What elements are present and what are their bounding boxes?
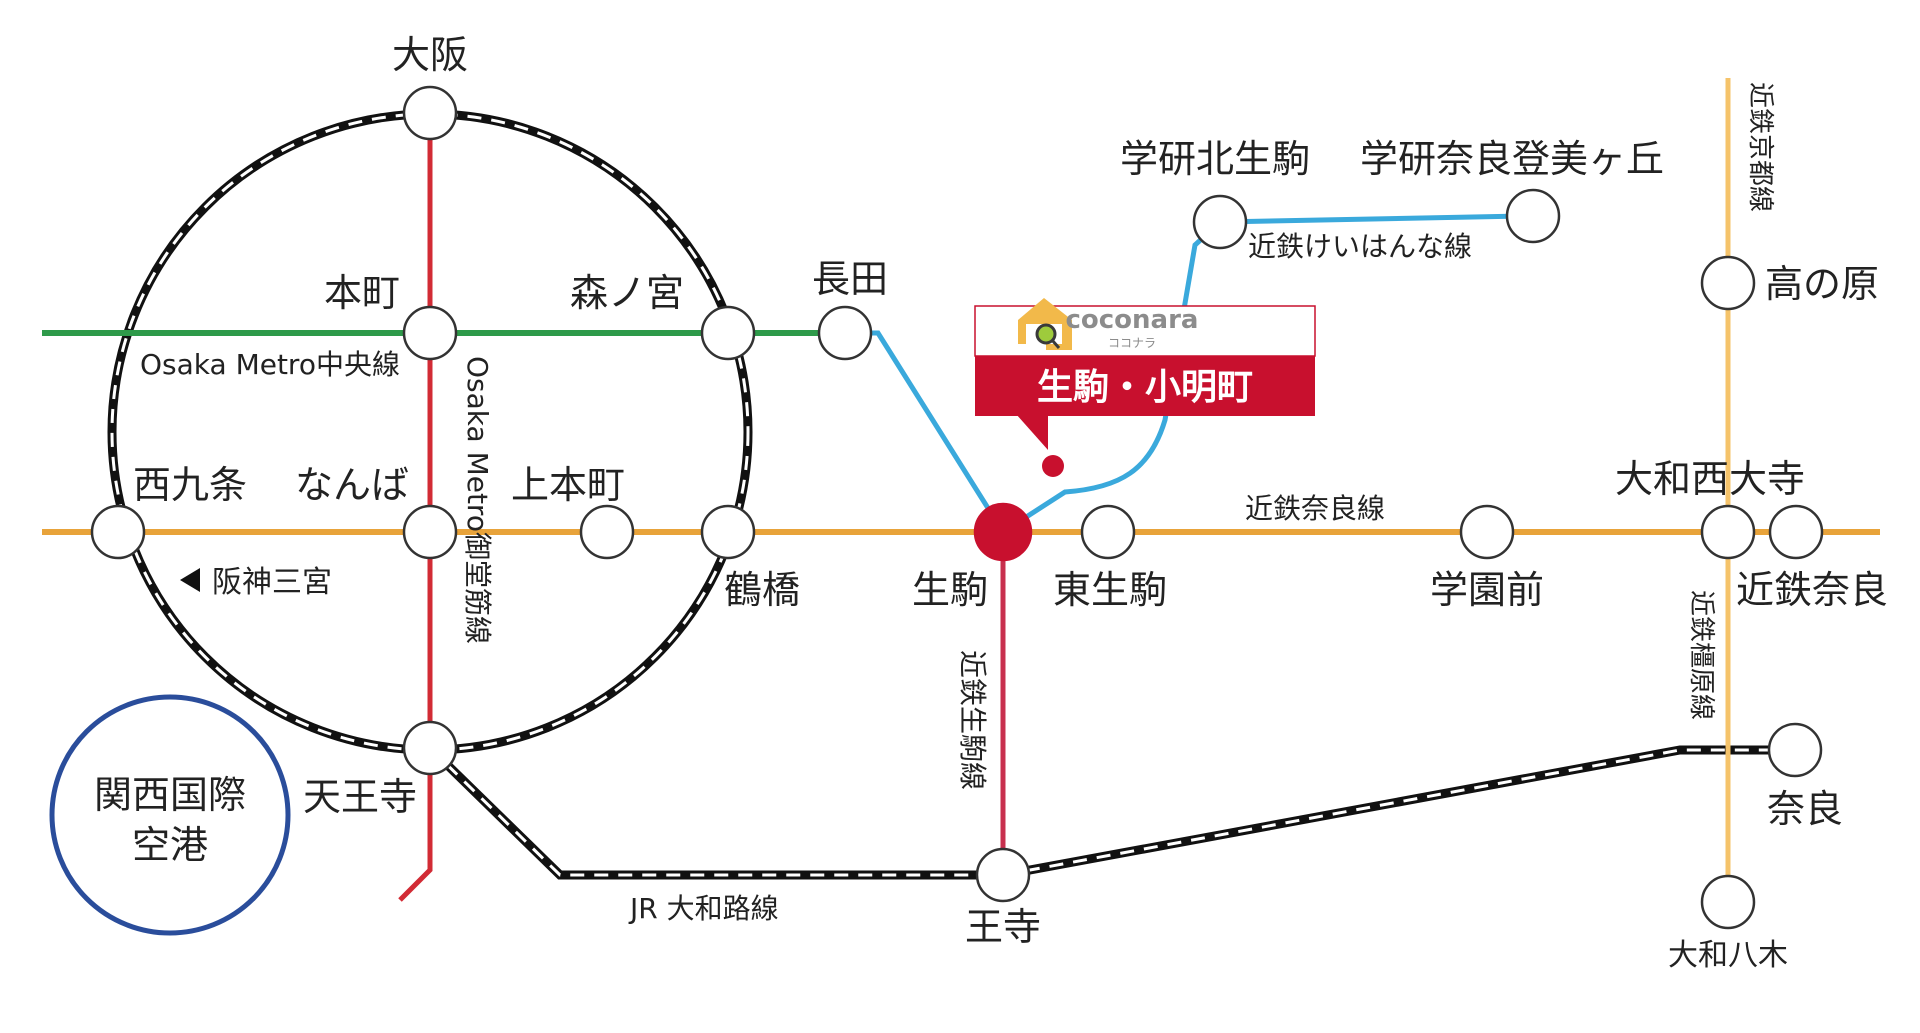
station-takanohara[interactable] (1700, 255, 1756, 311)
station-honmachi[interactable] (402, 305, 458, 361)
label-oji: 王寺 (965, 905, 1041, 949)
label-morinomiya: 森ノ宮 (570, 271, 684, 315)
line-labels: Osaka Metro中央線 Osaka Metro御堂筋線 近鉄奈良線 近鉄け… (140, 82, 1775, 925)
station-namba[interactable] (402, 504, 458, 560)
label-nara: 奈良 (1767, 787, 1843, 831)
station-oji[interactable] (975, 847, 1031, 903)
station-yamatoyagi[interactable] (1700, 874, 1756, 930)
house-logo-icon (1018, 298, 1072, 350)
left-arrow-icon (180, 568, 200, 592)
label-takanohara: 高の原 (1765, 262, 1879, 306)
station-gakuenmae[interactable] (1459, 504, 1515, 560)
station-gakkenkitaikoma[interactable] (1192, 194, 1248, 250)
station-kintetsunara[interactable] (1768, 504, 1824, 560)
stations (90, 85, 1824, 930)
airport[interactable]: 関西国際 空港 (49, 694, 291, 936)
label-nara-line: 近鉄奈良線 (1245, 492, 1385, 525)
station-morinomiya[interactable] (700, 305, 756, 361)
midosuji-line (398, 113, 433, 902)
label-midosuji-line: Osaka Metro御堂筋線 (461, 356, 494, 644)
station-osaka[interactable] (402, 85, 458, 141)
station-tennoji[interactable] (402, 720, 458, 776)
airport-label-1: 関西国際 (94, 773, 246, 817)
station-tsuruhashi[interactable] (700, 504, 756, 560)
label-osaka: 大阪 (392, 33, 468, 77)
callout-pointer (1016, 414, 1048, 450)
label-keihanna-line: 近鉄けいはんな線 (1248, 230, 1472, 263)
callout-area-box (975, 356, 1315, 416)
label-higashiikoma: 東生駒 (1053, 568, 1167, 612)
station-nara[interactable] (1767, 722, 1823, 778)
label-gakkenkitaikoma: 学研北生駒 (1120, 137, 1310, 181)
area-name: 生駒・小明町 (1037, 366, 1253, 408)
label-chuo-line: Osaka Metro中央線 (140, 348, 400, 381)
label-tsuruhashi: 鶴橋 (724, 568, 800, 612)
label-kintetsunara: 近鉄奈良 (1736, 568, 1888, 612)
label-kashihara-line: 近鉄橿原線 (1686, 590, 1716, 720)
brand-kana: ココナラ (1108, 336, 1156, 350)
label-uehommachi: 上本町 (511, 463, 625, 507)
label-tennoji: 天王寺 (303, 775, 417, 819)
station-labels: 大阪 本町 森ノ宮 長田 西九条 なんば 上本町 鶴橋 天王寺 生駒 東生駒 学… (133, 33, 1888, 973)
airport-circle (49, 694, 291, 936)
station-higashiikoma[interactable] (1080, 504, 1136, 560)
label-ikoma-line: 近鉄生駒線 (956, 650, 989, 790)
hanshin-direction: 阪神三宮 (180, 565, 332, 600)
station-ikoma[interactable] (973, 502, 1033, 562)
label-gakuenmae: 学園前 (1430, 568, 1544, 612)
station-yamatosaidaiji[interactable] (1700, 504, 1756, 560)
airport-label-2: 空港 (132, 823, 208, 867)
label-nishikujo: 西九条 (133, 463, 247, 507)
label-kyoto-line: 近鉄京都線 (1745, 82, 1775, 212)
label-gakkennaratomigaoka: 学研奈良登美ヶ丘 (1360, 137, 1664, 181)
brand-name: coconara (1066, 305, 1199, 335)
yamatoji-line (426, 744, 1795, 880)
location-dot (1042, 455, 1064, 477)
label-yamatosaidaiji: 大和西大寺 (1615, 457, 1805, 501)
label-hanshin: 阪神三宮 (212, 565, 332, 600)
label-nagata: 長田 (812, 257, 888, 301)
area-callout[interactable]: coconara ココナラ 生駒・小明町 (974, 298, 1316, 477)
station-nagata[interactable] (817, 305, 873, 361)
label-honmachi: 本町 (324, 271, 400, 315)
station-uehommachi[interactable] (579, 504, 635, 560)
label-ikoma: 生駒 (912, 568, 988, 612)
station-gakkennaratomigaoka[interactable] (1505, 188, 1561, 244)
label-yamatoji-line: JR 大和路線 (628, 892, 779, 925)
label-namba: なんば (295, 463, 409, 507)
station-nishikujo[interactable] (90, 504, 146, 560)
label-yamatoyagi: 大和八木 (1668, 938, 1788, 973)
